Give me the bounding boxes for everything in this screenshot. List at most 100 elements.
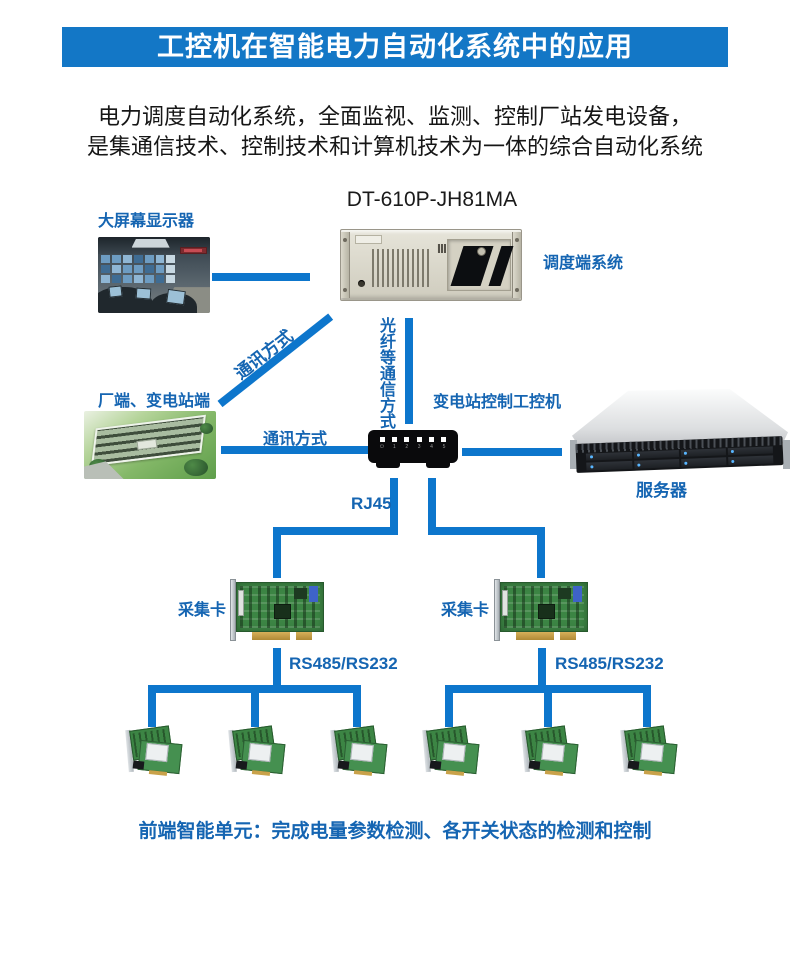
drop-line (148, 693, 156, 727)
control-room-led-sign (179, 246, 207, 255)
card-port (132, 760, 145, 770)
card-sticker (309, 586, 318, 602)
rack-ear (512, 232, 521, 298)
industrial-pc-image (340, 229, 522, 301)
power-plant-image (84, 411, 216, 479)
drive-bay-panel (447, 239, 514, 291)
card-connector (238, 590, 244, 616)
daq-card-image-right (494, 577, 591, 648)
server-rack-ear (782, 439, 790, 470)
bus-left (148, 685, 361, 693)
card-sticker (573, 586, 582, 602)
gold-edge-connector (251, 770, 271, 776)
bay-window (450, 246, 494, 286)
bus-right (445, 685, 651, 693)
led-label: 3 (417, 444, 421, 450)
gold-edge-connector (353, 770, 373, 776)
screw-icon (343, 288, 347, 292)
drop-line (544, 693, 552, 727)
rack-ear (341, 232, 350, 298)
monitor-wall (101, 255, 176, 283)
substation-building (136, 438, 158, 450)
console-monitor (166, 289, 187, 306)
server-image (569, 389, 790, 478)
console-monitor (108, 284, 124, 297)
daq-card-right-label: 采集卡 (441, 602, 490, 619)
card-module (442, 742, 466, 763)
io-module-image (515, 725, 581, 780)
switch-foot (376, 463, 400, 468)
plant-side-label: 厂端、变电站端 (98, 393, 211, 410)
power-button (358, 280, 365, 287)
screw-icon (515, 238, 519, 242)
io-module-image (416, 725, 482, 780)
drop-line (251, 693, 259, 727)
card-module (350, 742, 374, 763)
card-module (640, 742, 664, 763)
rs485-right-label: RS485/RS232 (555, 654, 664, 673)
card-module (541, 742, 565, 763)
led-label: ⏻ (380, 444, 384, 450)
card-port (627, 760, 640, 770)
power-led: ⏻ (377, 437, 387, 450)
card-port (235, 760, 248, 770)
elbow-left-vertical (273, 527, 281, 578)
intro-text: 电力调度自动化系统，全面监视、监测、控制厂站发电设备， 是集通信技术、控制技术和… (0, 102, 790, 162)
card-port (528, 760, 541, 770)
ipc-model-label: DT-610P-JH81MA (346, 188, 518, 211)
chassis-label (355, 235, 382, 244)
gold-edge-connector (643, 770, 663, 776)
server-label: 服务器 (636, 481, 687, 500)
server-rack-ear (569, 439, 578, 470)
dispatch-system-label: 调度端系统 (543, 255, 624, 272)
led-icon (441, 437, 447, 442)
led-label: 4 (430, 444, 433, 450)
line-switch-down-right (428, 478, 436, 535)
io-module-image (119, 725, 185, 780)
chip (274, 604, 291, 619)
port-led: 4 (427, 437, 437, 450)
card-module (248, 742, 272, 763)
elbow-left-horizontal (273, 527, 398, 535)
comm-mode-horizontal-label: 通讯方式 (263, 431, 328, 448)
page-title: 工控机在智能电力自动化系统中的应用 (157, 32, 633, 62)
gold-edge-connector (544, 770, 564, 776)
screw-icon (515, 288, 519, 292)
card-port (337, 760, 350, 770)
intro-line-1: 电力调度自动化系统，全面监视、监测、控制厂站发电设备， (97, 104, 692, 129)
screw-icon (343, 238, 347, 242)
vent-grill (372, 249, 432, 287)
network-switch-image: ⏻ 1 2 3 4 5 (368, 430, 458, 468)
intro-line-2: 是集通信技术、控制技术和计算机技术为一体的综合自动化系统 (86, 134, 703, 159)
qr-code (437, 244, 446, 253)
elbow-right-horizontal (428, 527, 545, 535)
gold-edge-connector (445, 770, 465, 776)
drop-line (643, 693, 651, 727)
switch-led-row: ⏻ 1 2 3 4 5 (377, 437, 449, 450)
gold-edge-connector (296, 632, 312, 640)
line-plant-to-switch (221, 446, 368, 454)
led-icon (429, 437, 435, 442)
control-room-image (98, 237, 210, 313)
port-led: 2 (402, 437, 412, 450)
line-switch-down-left (390, 478, 398, 535)
rs485-left-label: RS485/RS232 (289, 654, 398, 673)
drop-line (353, 693, 361, 727)
bay-window (488, 246, 514, 286)
card-bracket (494, 579, 500, 641)
card-connector (502, 590, 508, 616)
card-port (429, 760, 442, 770)
led-label: 5 (442, 444, 446, 450)
line-display-to-ipc (212, 273, 310, 281)
fiber-comm-label: 光纤等通信方式 (377, 317, 394, 429)
footer-note: 前端智能单元：完成电量参数检测、各开关状态的检测和控制 (138, 821, 652, 842)
console-monitor (135, 287, 152, 300)
led-icon (379, 437, 385, 442)
keylock-icon (477, 247, 486, 256)
led-icon (391, 437, 397, 442)
io-module-image (324, 725, 390, 780)
port-led: 5 (439, 437, 449, 450)
control-room-light (131, 238, 170, 248)
switch-foot (426, 463, 450, 468)
card-module (145, 742, 169, 763)
